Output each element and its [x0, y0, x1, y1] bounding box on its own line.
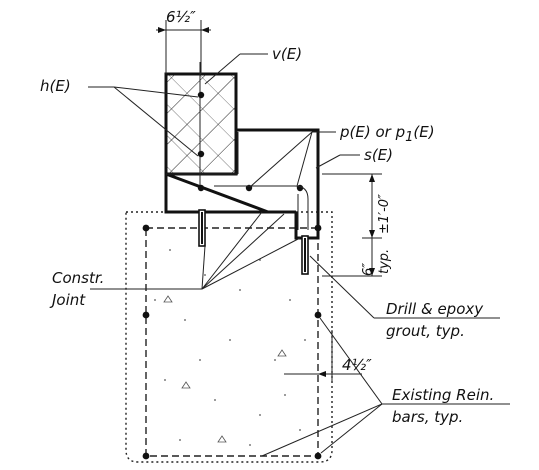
v-label: v(E) — [272, 45, 302, 63]
dim-top — [156, 20, 211, 74]
constr-label-2: Joint — [49, 291, 86, 309]
drill-label-2: grout, typ. — [386, 322, 465, 340]
existing-label-1: Existing Rein. — [392, 386, 494, 404]
dim-bottom — [284, 330, 362, 382]
s-label: s(E) — [364, 146, 393, 164]
p-leader — [249, 131, 336, 188]
p-label: p(E) or p1(E) — [339, 123, 435, 145]
dowels — [198, 209, 309, 275]
h-label: h(E) — [40, 77, 71, 95]
existing-label-2: bars, typ. — [392, 408, 463, 426]
drill-label-1: Drill & epoxy — [386, 300, 484, 318]
dim-bottom-label: 4½″ — [342, 356, 372, 374]
dim-right-label-2: 6″ — [361, 263, 376, 276]
s-leader — [315, 154, 360, 169]
dim-right — [322, 173, 382, 277]
constr-joint-leader — [90, 211, 301, 290]
existing-footing — [125, 211, 333, 463]
dim-right-label-1: ±1′-0″ — [377, 194, 392, 234]
dim-right-label-3: typ. — [377, 249, 392, 274]
dim-top-label: 6½″ — [166, 8, 196, 26]
drill-leader — [309, 255, 500, 319]
v-leader — [204, 53, 268, 85]
new-curb — [164, 72, 320, 240]
new-rebar — [197, 62, 309, 230]
h-leader — [88, 86, 199, 157]
constr-label-1: Constr. — [52, 269, 104, 287]
existing-leader — [261, 317, 510, 457]
existing-rebar — [142, 224, 322, 460]
